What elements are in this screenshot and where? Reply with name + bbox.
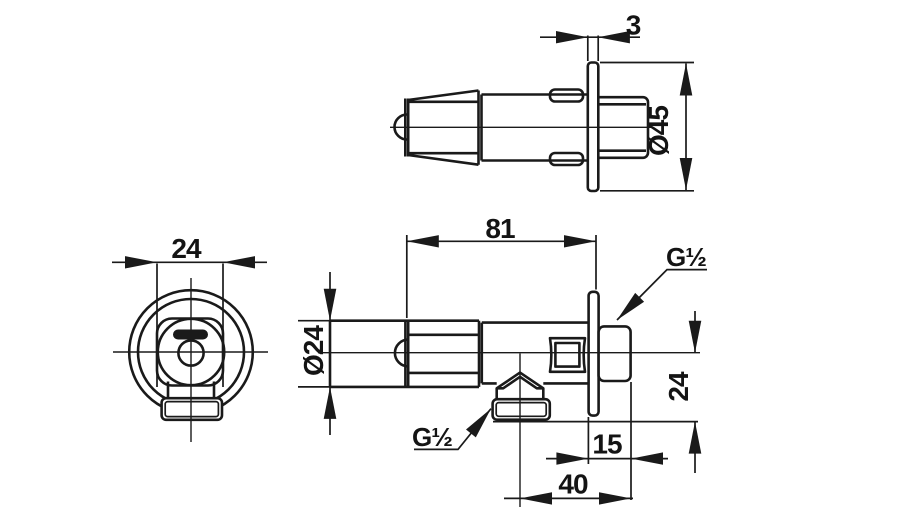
dim-handle-diameter: Ø24 xyxy=(298,272,337,435)
side-square xyxy=(548,336,587,374)
side-flange xyxy=(587,290,600,417)
top-view xyxy=(390,61,652,193)
front-outlet-neck xyxy=(166,381,216,399)
side-knob-boundary xyxy=(404,320,410,387)
top-nut-chamfers xyxy=(598,103,646,152)
side-outlet-nut-inner xyxy=(495,401,548,418)
dim-label-flange-thickness: 3 xyxy=(626,10,641,41)
front-view xyxy=(113,278,268,442)
dim-label-wall-clearance: 15 xyxy=(592,429,622,460)
side-view xyxy=(318,290,700,507)
side-body-boundary xyxy=(477,320,484,387)
dim-label-outlet-drop: 24 xyxy=(663,371,694,402)
label-wall-thread: G½ xyxy=(616,242,707,321)
dim-label-handle-diameter: Ø24 xyxy=(298,325,329,376)
dim-wall-clearance: 15 xyxy=(546,382,668,500)
dim-label-body-length: 81 xyxy=(485,213,515,244)
label-text-outlet-thread: G½ xyxy=(412,422,452,452)
top-clip-lower xyxy=(548,151,585,167)
side-wall-connector xyxy=(597,325,632,383)
front-centerlines xyxy=(113,278,268,442)
front-outlet-nut xyxy=(160,396,224,422)
dim-front-width: 24 xyxy=(112,233,267,387)
dim-label-front-width: 24 xyxy=(171,233,202,264)
dim-flange-diameter: Ø45 xyxy=(600,61,694,192)
side-body xyxy=(481,321,589,385)
front-outlet-nut-inner xyxy=(164,400,220,418)
top-clip-upper xyxy=(548,88,585,103)
top-knob-cone xyxy=(407,89,479,166)
dim-label-outlet-reach: 40 xyxy=(558,469,588,500)
label-outlet-thread: G½ xyxy=(412,408,492,452)
side-outlet-nut xyxy=(491,397,552,422)
dim-label-flange-diameter: Ø45 xyxy=(643,106,674,156)
side-neck-lines xyxy=(408,333,479,375)
label-text-wall-thread: G½ xyxy=(666,242,706,272)
top-body xyxy=(481,93,589,162)
dim-outlet-drop: 24 xyxy=(493,311,702,473)
side-square-inner xyxy=(554,341,581,368)
dim-outlet-reach: 40 xyxy=(504,469,633,505)
dim-flange-thickness: 3 xyxy=(540,10,642,61)
side-centerlines xyxy=(318,352,700,507)
dim-body-length: 81 xyxy=(405,213,597,318)
